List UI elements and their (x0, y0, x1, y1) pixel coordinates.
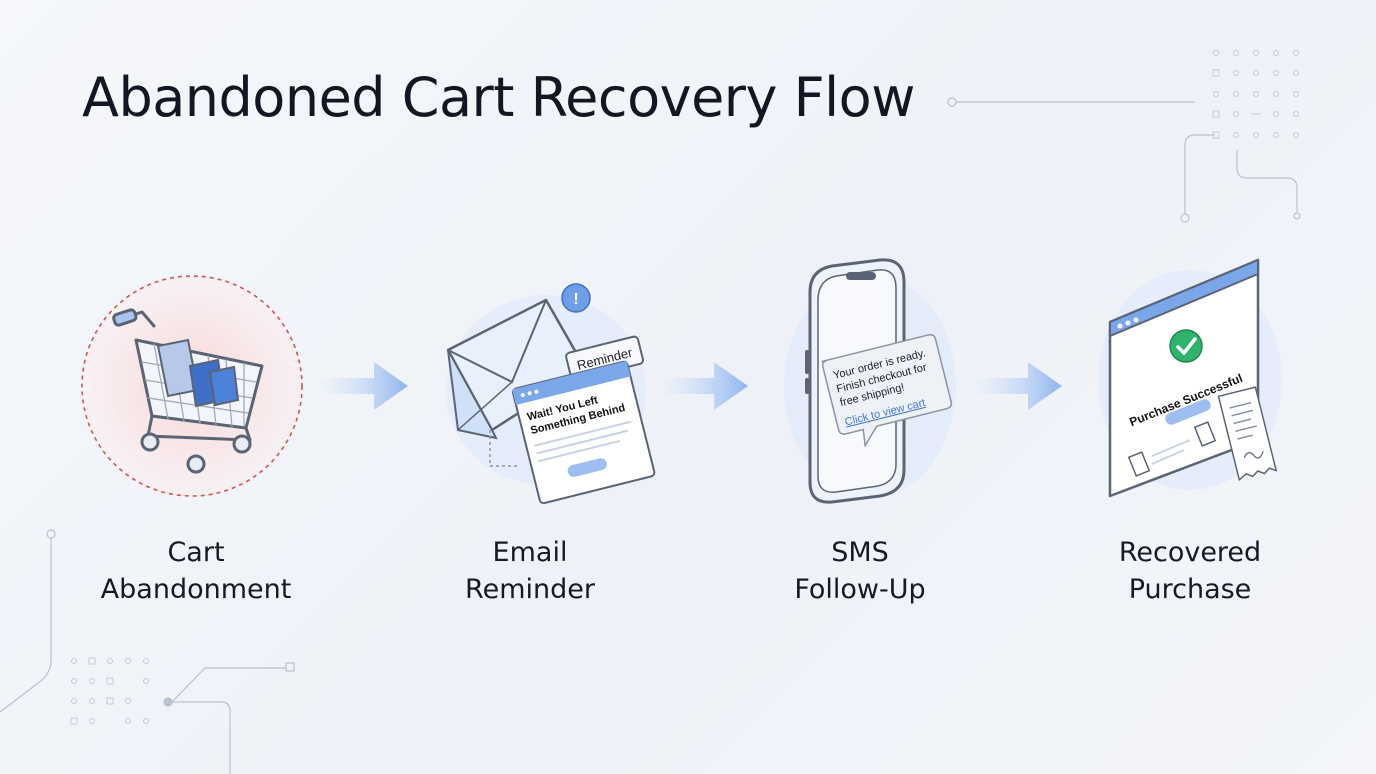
step-cart-abandonment-illustration (81, 275, 303, 497)
cart-wheels (140, 432, 252, 474)
shopping-bags (156, 338, 240, 408)
flow-arrow-3 (972, 362, 1062, 410)
sms-message-bubble: Your order is ready. Finish checkout for… (821, 333, 953, 448)
email-cta-button (567, 458, 607, 477)
check-circle-icon (1169, 329, 1203, 363)
flow-arrow-2 (658, 362, 748, 410)
flow-arrow-1 (318, 362, 408, 410)
purchase-button (1165, 399, 1211, 425)
document-icon (1127, 421, 1217, 477)
envelope-icon (446, 298, 588, 440)
email-card: Wait! You Left Something Behind (511, 360, 656, 505)
step-email-reminder-illustration: ! Reminder Wait! You Left Something Behi… (446, 283, 656, 505)
step-recovered-purchase-illustration: Purchase Successful (1098, 258, 1282, 498)
step-sms-followup-illustration: Your order is ready. Finish checkout for… (784, 258, 956, 504)
notification-badge (561, 283, 591, 313)
badge-text: ! (573, 291, 578, 308)
page-title: Abandoned Cart Recovery Flow (82, 66, 915, 129)
receipt-icon (1217, 386, 1278, 482)
